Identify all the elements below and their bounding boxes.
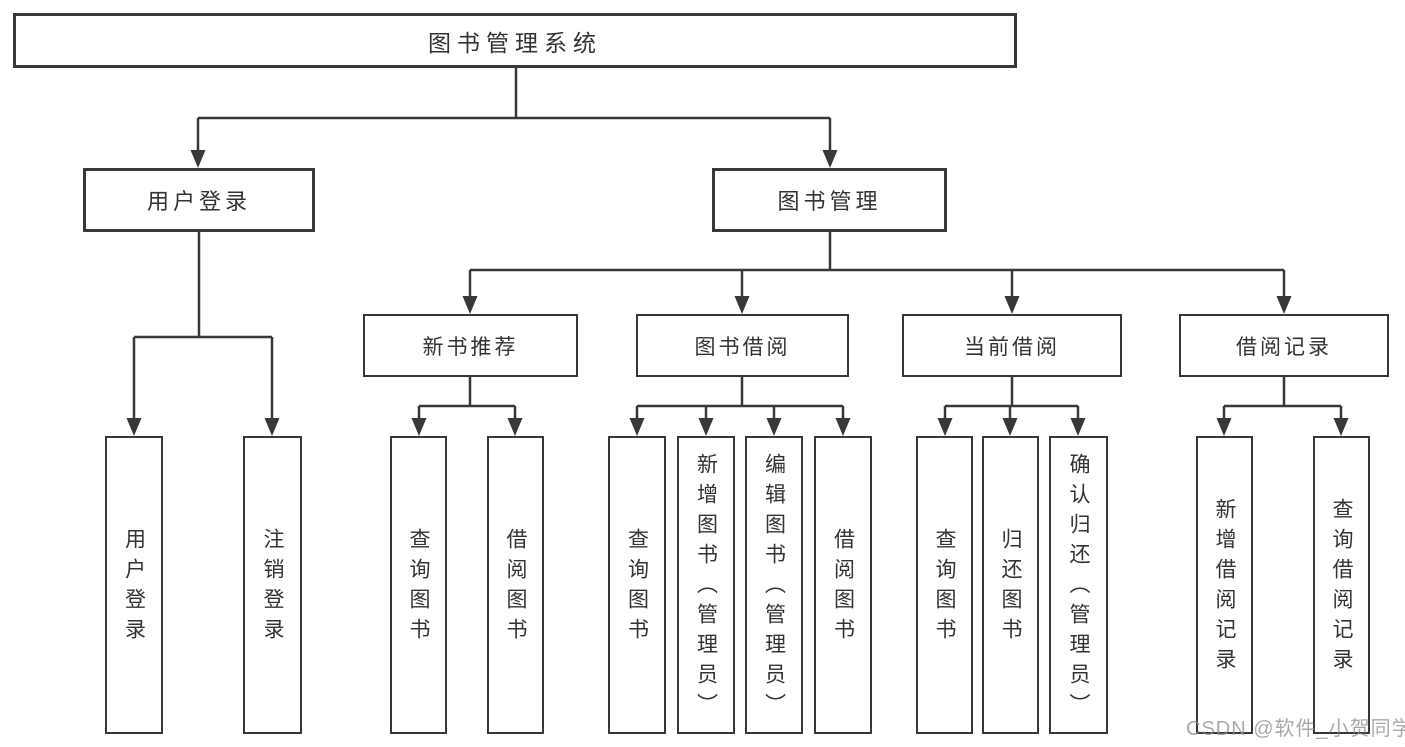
node-leaf-borrow-books-recommend: 借阅图书 <box>487 436 544 734</box>
edge-borrow-record-to-leaves <box>1216 377 1349 436</box>
node-leaf-confirm-return-admin: 确认归还（管理员） <box>1049 436 1108 734</box>
edge-new-book-rec-to-leaves <box>411 377 523 436</box>
edge-book-mgmt-to-level3 <box>462 232 1292 314</box>
edge-user-login-to-leaves <box>126 232 280 436</box>
node-leaf-add-books-admin: 新增图书（管理员） <box>677 436 735 734</box>
node-leaf-query-books-borrow: 查询图书 <box>608 436 666 734</box>
node-leaf-borrow-books: 借阅图书 <box>814 436 872 734</box>
node-leaf-add-borrow-record: 新增借阅记录 <box>1196 436 1253 734</box>
edge-book-borrow-to-leaves <box>629 377 851 436</box>
node-current-borrowing: 当前借阅 <box>902 314 1122 377</box>
node-user-login: 用户登录 <box>83 168 315 232</box>
node-leaf-edit-books-admin: 编辑图书（管理员） <box>745 436 803 734</box>
node-leaf-query-borrow-record: 查询借阅记录 <box>1313 436 1370 734</box>
node-library-system: 图书管理系统 <box>13 13 1017 68</box>
node-leaf-user-login: 用户登录 <box>105 436 163 734</box>
node-new-book-recommend: 新书推荐 <box>363 314 578 377</box>
edge-root-to-level2 <box>190 68 838 168</box>
node-borrow-records: 借阅记录 <box>1179 314 1389 377</box>
node-book-borrowing: 图书借阅 <box>636 314 849 377</box>
node-leaf-query-books-current: 查询图书 <box>916 436 973 734</box>
edge-current-borrow-to-leaves <box>937 377 1086 436</box>
node-leaf-query-books-recommend: 查询图书 <box>390 436 447 734</box>
csdn-watermark: CSDN @软件_小贺同学 <box>1186 718 1405 740</box>
node-leaf-return-books: 归还图书 <box>982 436 1039 734</box>
node-book-management: 图书管理 <box>712 168 947 232</box>
node-leaf-logout: 注销登录 <box>243 436 302 734</box>
